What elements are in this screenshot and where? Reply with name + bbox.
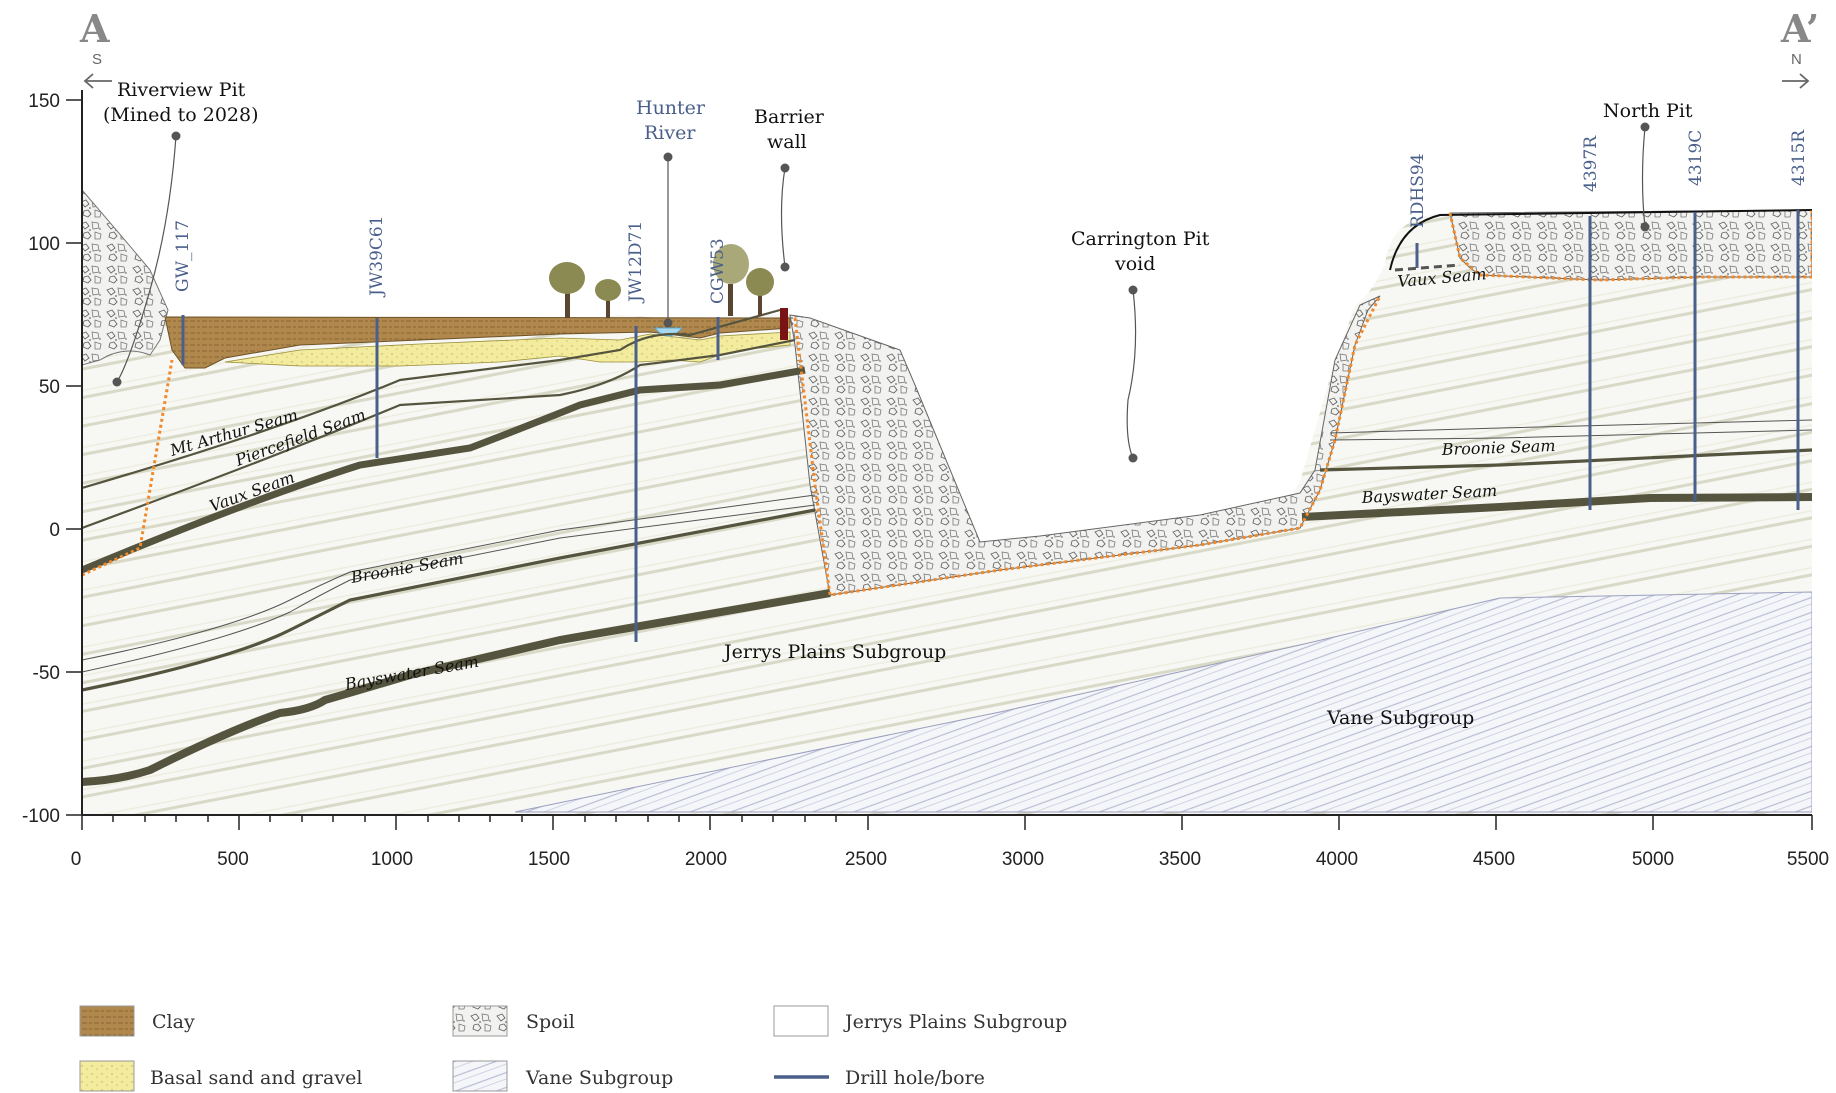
x-tick-label: 3000 [1002, 849, 1044, 870]
unit-label-vane: Vane Subgroup [1326, 707, 1474, 729]
callout-north-pit-text: North Pit [1603, 100, 1693, 122]
x-tick-label: 500 [217, 849, 249, 870]
trees [549, 244, 774, 318]
tree-icon [595, 279, 621, 318]
bayswater-seam-left [82, 589, 831, 786]
axes [81, 90, 1812, 816]
y-tick-label: -100 [22, 806, 60, 827]
y-tick-label: 150 [28, 91, 60, 112]
x-tick-label: 4000 [1316, 849, 1358, 870]
x-tick-label: 1000 [371, 849, 413, 870]
bore-label-rdhs94: RDHS94 [1408, 153, 1428, 228]
north-pit-floor-dashed [1394, 263, 1461, 272]
callout-riverview-line1: Riverview Pit [117, 79, 246, 101]
north-pit-boundary [1448, 210, 1812, 282]
spoil-north-pit [1449, 209, 1812, 281]
section-end-direction: N [1791, 51, 1802, 68]
broonie-seam-right [1319, 448, 1812, 472]
legend-item-clay: Clay [79, 1005, 195, 1037]
callout-riverview: Riverview Pit (Mined to 2028) [103, 79, 259, 387]
legend-item-jerrys: Jerrys Plains Subgroup [773, 1005, 1067, 1037]
broonie-seam-left [82, 508, 816, 692]
air [82, 60, 1812, 550]
callout-carrington-line1: Carrington Pit [1071, 228, 1210, 250]
vane-unit [514, 591, 1812, 813]
callout-barrier-wall: Barrier wall [754, 106, 825, 272]
callout-hunter-river: Hunter River [636, 97, 706, 328]
legend-item-vane: Vane Subgroup [452, 1060, 673, 1092]
x-tick-label: 3500 [1159, 849, 1201, 870]
x-ticks [81, 815, 1813, 830]
section-end-label: A’ [1780, 6, 1819, 51]
callout-north-pit: North Pit [1603, 100, 1693, 232]
y-tick-label: 100 [28, 234, 60, 255]
x-tick-label: 4500 [1473, 849, 1515, 870]
y-tick-label: -50 [33, 663, 60, 684]
carrington-pit-boundary [793, 295, 1382, 597]
legend-label-sand: Basal sand and gravel [150, 1067, 362, 1089]
clay-layer [164, 316, 791, 369]
bore-label-4315r: 4315R [1789, 129, 1809, 186]
bore-label-4319c: 4319C [1686, 130, 1706, 186]
broonie-seam-right-upper [1329, 419, 1812, 434]
callout-carrington: Carrington Pit void [1071, 228, 1210, 463]
legend-label-clay: Clay [152, 1011, 195, 1033]
geology-layers [82, 60, 1812, 815]
x-tick-label: 5500 [1787, 849, 1829, 870]
bayswater-seam-right [1301, 493, 1812, 521]
bore-label-4397r: 4397R [1581, 135, 1601, 192]
legend-label-vane: Vane Subgroup [525, 1067, 673, 1089]
spoil-riverview [82, 189, 169, 366]
callout-hunter-line2: River [644, 122, 696, 144]
barrier-wall [780, 308, 788, 340]
callout-hunter-line1: Hunter [636, 97, 706, 119]
legend-label-drill: Drill hole/bore [845, 1067, 985, 1089]
seam-label-broonie-right: Broonie Seam [1440, 436, 1555, 459]
vaux-seam-left [82, 366, 806, 574]
x-tick-label: 2500 [845, 849, 887, 870]
mt-arthur-seam [82, 308, 781, 490]
callout-barrier-line2: wall [767, 131, 807, 153]
callout-barrier-line1: Barrier [754, 106, 825, 128]
y-tick-label: 0 [49, 520, 60, 541]
bore-label-jw12d71: JW12D71 [626, 221, 646, 304]
x-tick-label: 5000 [1632, 849, 1674, 870]
x-tick-label: 0 [71, 849, 82, 870]
legend-item-drill: Drill hole/bore [774, 1067, 985, 1089]
tree-icon [713, 244, 749, 316]
legend-label-spoil: Spoil [526, 1011, 575, 1033]
section-start-direction: S [92, 51, 102, 68]
north-surface-line [1389, 209, 1812, 271]
legend: Clay Basal sand and gravel Spoil Vane Su… [79, 1005, 1067, 1092]
broonie-seam-left-upper [82, 494, 816, 661]
unit-label-jerrys-plains: Jerrys Plains Subgroup [722, 641, 946, 663]
legend-item-spoil: Spoil [452, 1005, 575, 1037]
tree-icon [549, 262, 585, 318]
callout-carrington-line2: void [1114, 253, 1155, 275]
legend-label-jerrys: Jerrys Plains Subgroup [843, 1011, 1067, 1033]
bores [181, 210, 1800, 642]
bore-label-jw39c61: JW39C61 [367, 215, 387, 298]
x-tick-label: 2000 [685, 849, 727, 870]
x-tick-label: 1500 [528, 849, 570, 870]
broonie-seam-left-mid [82, 504, 816, 673]
y-tick-label: 50 [39, 377, 60, 398]
piercefield-seam [82, 338, 796, 530]
callout-riverview-line2: (Mined to 2028) [103, 104, 259, 126]
y-ticks [66, 99, 82, 816]
spoil-carrington [789, 295, 1381, 596]
legend-item-sand: Basal sand and gravel [79, 1060, 362, 1092]
broonie-seam-right-mid [1329, 429, 1812, 441]
arrow-left-icon [83, 73, 112, 89]
bore-label-gw117: GW_117 [173, 220, 193, 292]
tree-icon [746, 268, 774, 316]
bore-label-cgw53: CGW53 [708, 238, 728, 304]
arrow-right-icon [1782, 73, 1810, 89]
section-start-label: A [79, 6, 110, 51]
